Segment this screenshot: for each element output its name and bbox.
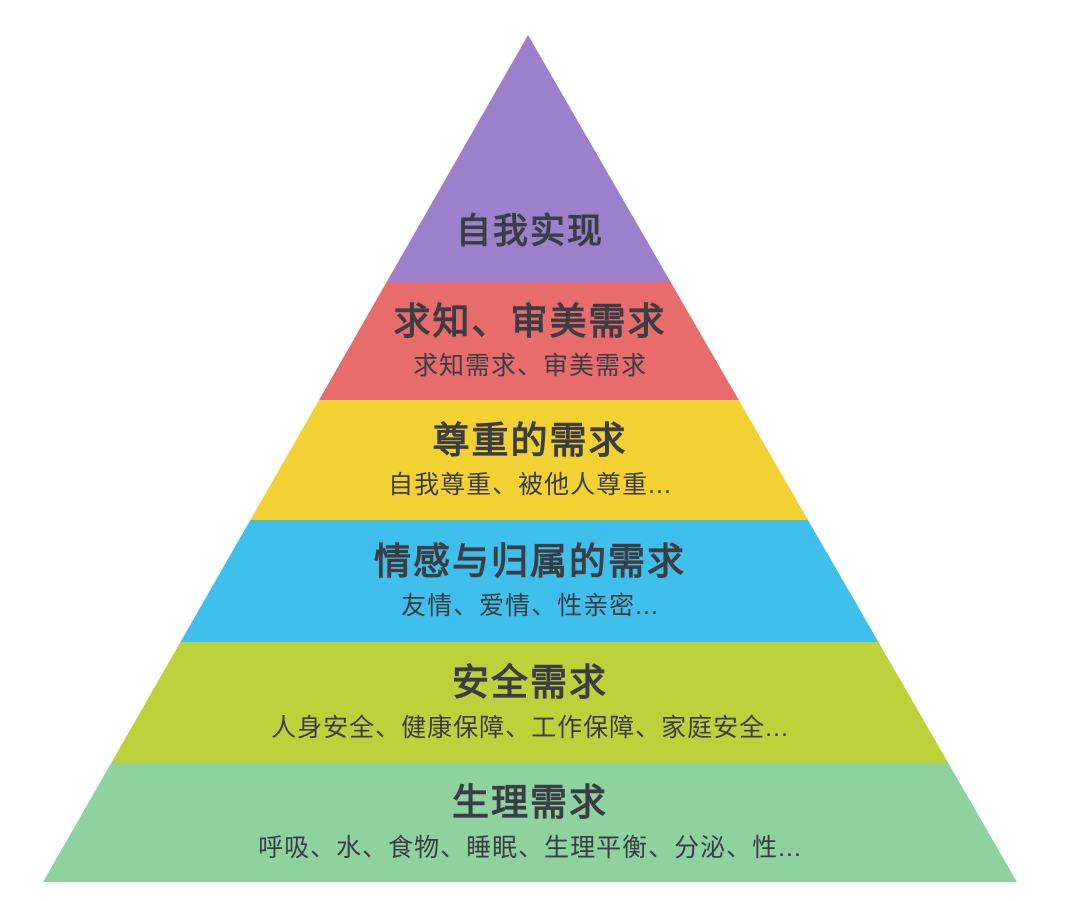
pyramid-level-self-actualization: 自我实现	[43, 35, 1017, 282]
pyramid-level-love-belonging: 情感与归属的需求 友情、爱情、性亲密...	[43, 520, 1017, 642]
level-subtitle: 人身安全、健康保障、工作保障、家庭安全...	[271, 713, 789, 742]
pyramid-level-esteem: 尊重的需求 自我尊重、被他人尊重...	[43, 400, 1017, 520]
pyramid-level-cognitive-aesthetic: 求知、审美需求 求知需求、审美需求	[43, 282, 1017, 400]
level-title: 情感与归属的需求	[374, 540, 686, 582]
level-title: 尊重的需求	[432, 419, 628, 461]
level-subtitle: 呼吸、水、食物、睡眠、生理平衡、分泌、性...	[258, 833, 802, 862]
level-title: 自我实现	[455, 211, 604, 251]
needs-pyramid: 自我实现 求知、审美需求 求知需求、审美需求 尊重的需求 自我尊重、被他人尊重.…	[43, 35, 1017, 882]
level-title: 安全需求	[452, 662, 608, 704]
pyramid-level-physiological: 生理需求 呼吸、水、食物、睡眠、生理平衡、分泌、性...	[43, 763, 1017, 882]
level-subtitle: 自我尊重、被他人尊重...	[388, 471, 672, 500]
pyramid-level-safety: 安全需求 人身安全、健康保障、工作保障、家庭安全...	[43, 642, 1017, 763]
level-subtitle: 求知需求、审美需求	[412, 352, 647, 381]
level-title: 求知、审美需求	[393, 300, 667, 342]
level-subtitle: 友情、爱情、性亲密...	[401, 592, 659, 621]
level-title: 生理需求	[452, 782, 608, 824]
